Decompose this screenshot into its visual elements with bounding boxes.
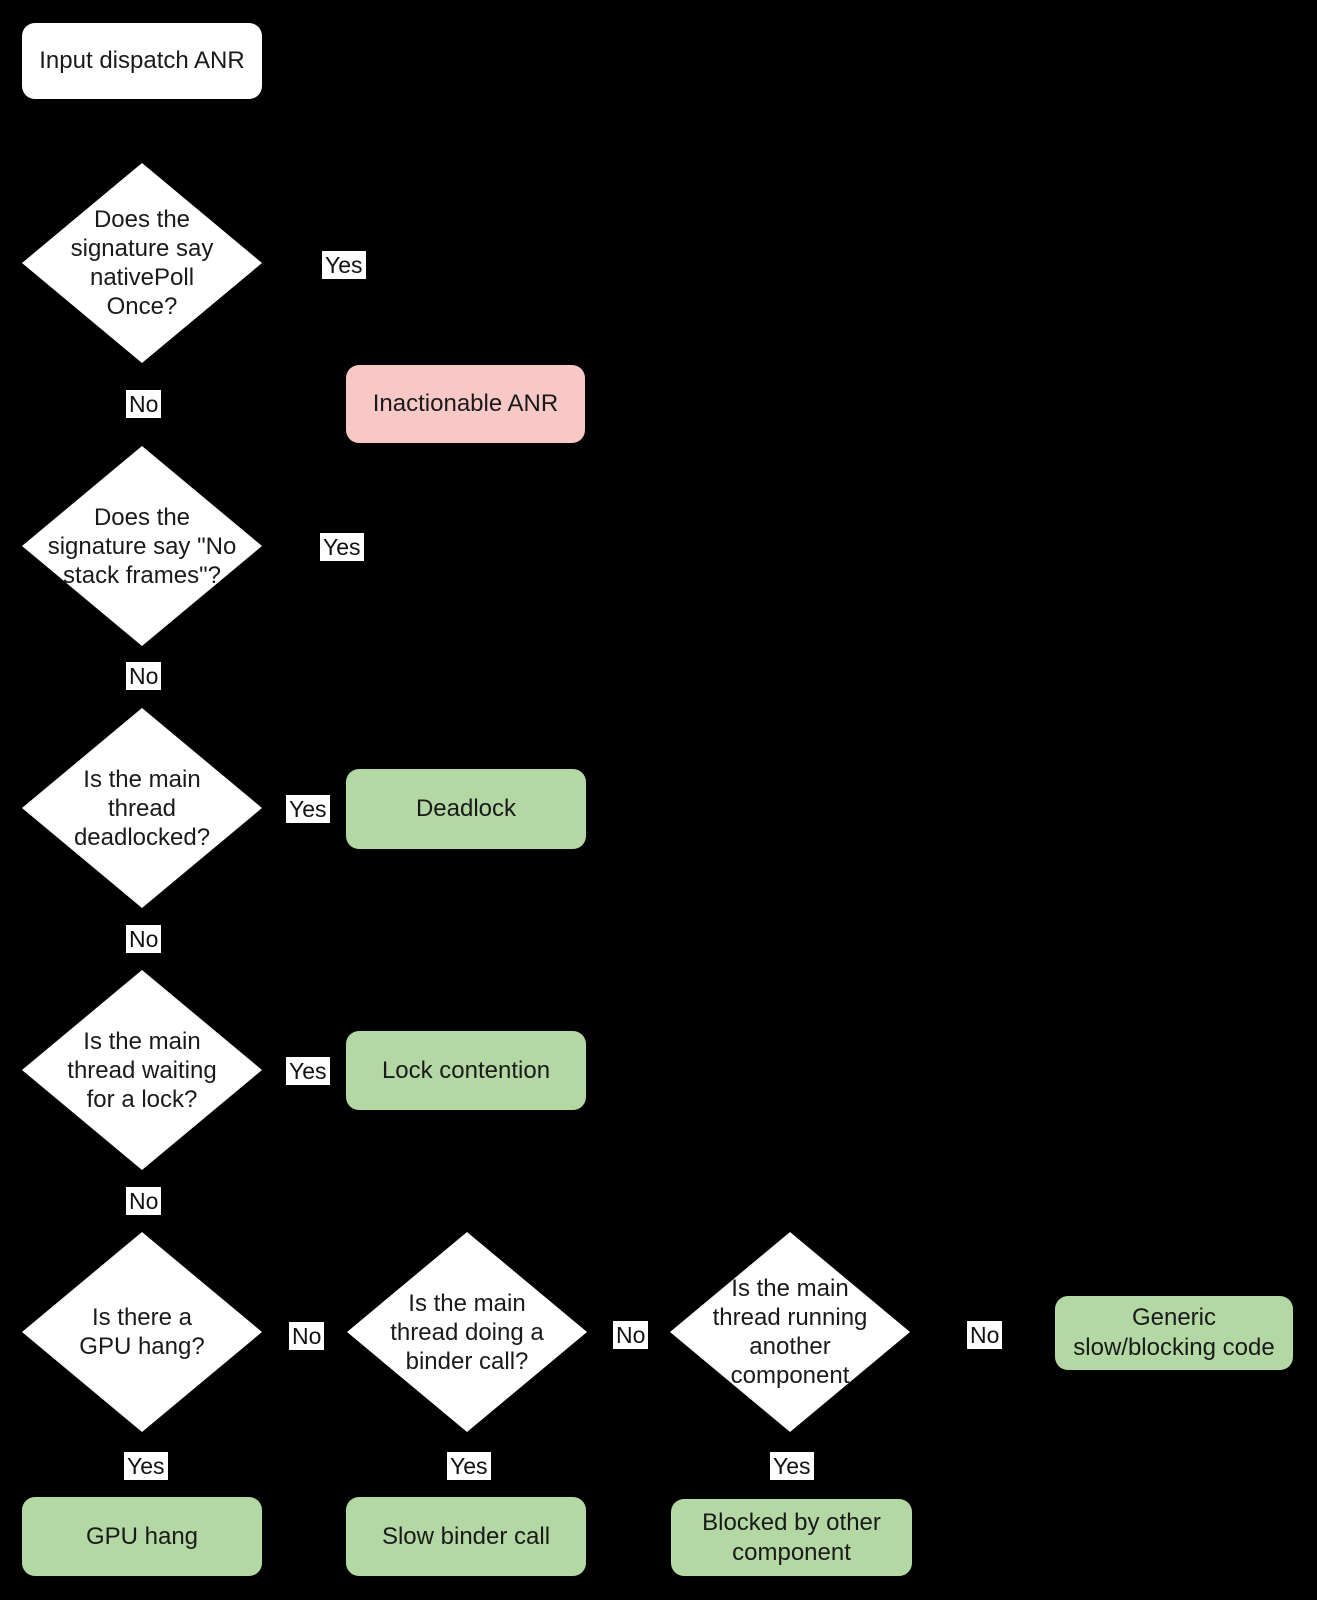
edge-label-yes-native-poll: Yes [322, 251, 366, 279]
outcome-generic-slow-blocking-code: Generic slow/blocking code [1055, 1296, 1293, 1370]
edge-label-yes-other-component: Yes [770, 1452, 814, 1480]
edge-label-yes-no-stack: Yes [320, 533, 364, 561]
edge-label-no-binder-call: No [613, 1321, 649, 1349]
outcome-inactionable-anr: Inactionable ANR [346, 365, 585, 443]
edge-label-yes-waiting-lock: Yes [286, 1057, 330, 1085]
decision-gpu-hang: Is there a GPU hang? [22, 1232, 262, 1432]
decision-binder-call: Is the main thread doing a binder call? [347, 1232, 587, 1432]
start-node-input-dispatch-anr: Input dispatch ANR [22, 23, 262, 99]
edge-label-yes-gpu-hang: Yes [124, 1452, 168, 1480]
decision-native-poll-once: Does the signature say nativePoll Once? [22, 163, 262, 363]
edge-label-no-native-poll: No [126, 390, 162, 418]
outcome-gpu-hang: GPU hang [22, 1497, 262, 1576]
outcome-slow-binder-call: Slow binder call [346, 1497, 586, 1576]
edge-label-no-waiting-lock: No [126, 1187, 162, 1215]
decision-main-thread-deadlocked: Is the main thread deadlocked? [22, 708, 262, 908]
edge-label-no-gpu-hang: No [289, 1322, 325, 1350]
decision-no-stack-frames: Does the signature say "No stack frames"… [22, 446, 262, 646]
decision-running-other-component: Is the main thread running another compo… [670, 1232, 910, 1432]
decision-main-thread-waiting-lock: Is the main thread waiting for a lock? [22, 970, 262, 1170]
edge-label-no-other-component: No [967, 1321, 1003, 1349]
edge-label-no-no-stack: No [126, 662, 162, 690]
edge-label-yes-deadlocked: Yes [286, 795, 330, 823]
outcome-deadlock: Deadlock [346, 769, 586, 849]
outcome-lock-contention: Lock contention [346, 1031, 586, 1110]
outcome-blocked-by-other-component: Blocked by other component [671, 1499, 912, 1576]
edge-label-yes-binder-call: Yes [447, 1452, 491, 1480]
edge-label-no-deadlocked: No [126, 925, 162, 953]
